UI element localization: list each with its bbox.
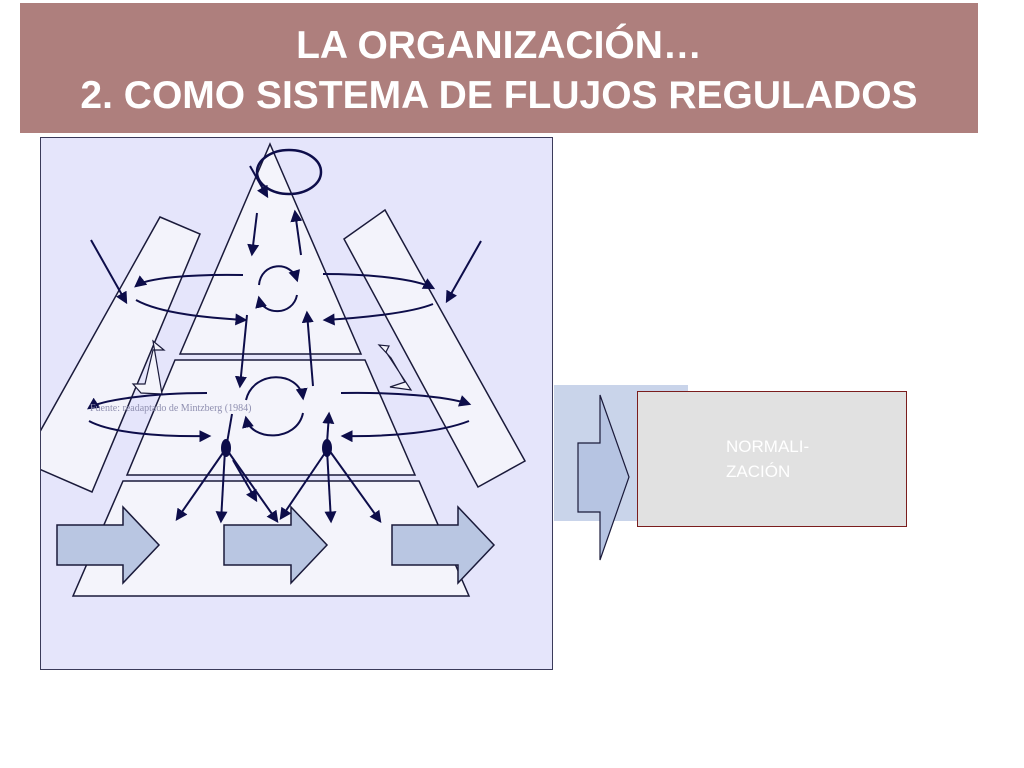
source-note: Fuente: readaptado de Mintzberg (1984) [90, 403, 252, 414]
apex-up-arrow [290, 209, 303, 256]
left-side-band [41, 216, 201, 493]
upper-center-cycle-top [258, 265, 300, 286]
upper-left-loop-top [134, 273, 244, 288]
upper-right-loop-bottom [322, 303, 434, 326]
apex-ellipse [255, 148, 323, 196]
strategic-apex-triangle [178, 142, 363, 355]
right-node-arrow-2 [324, 449, 337, 524]
normalization-label-line-2: ZACIÓN [726, 462, 791, 481]
lower-left-loop-bottom [88, 420, 212, 443]
apex-loop-arrow [249, 165, 269, 199]
normalization-label: NORMALI- ZACIÓN [726, 434, 846, 484]
middle-left-down-arrow [226, 413, 233, 444]
left-node-arrow-1 [175, 449, 226, 521]
upper-left-loop-bottom [135, 299, 248, 326]
apex-down-arrow [247, 212, 260, 257]
right-side-band [343, 208, 527, 489]
title-line-2: 2. COMO SISTEMA DE FLUJOS REGULADOS [80, 74, 918, 117]
right-band-inward-arrow [377, 344, 413, 391]
flow-diagram-svg [41, 142, 527, 597]
left-band-inward-arrow [131, 339, 166, 395]
work-flow-arrow-3 [391, 505, 496, 585]
left-node-arrow-3 [226, 449, 279, 523]
middle-center-cycle-bottom [242, 412, 304, 437]
title-banner: LA ORGANIZACIÓN… 2. COMO SISTEMA DE FLUJ… [20, 3, 978, 133]
left-node-arrow-4 [232, 459, 258, 503]
upper-center-cycle-bottom [255, 294, 298, 313]
normalization-box: NORMALI- ZACIÓN [637, 391, 907, 527]
upper-right-loop-top [322, 273, 436, 290]
work-flow-arrow-1 [56, 505, 161, 585]
work-flow-arrow-2 [223, 505, 329, 585]
middle-line-node-left [221, 439, 231, 457]
middle-center-cycle-top [245, 376, 308, 401]
normalization-arrow-head [577, 394, 630, 561]
right-node-arrow-3 [328, 449, 382, 523]
left-node-arrow-2 [215, 449, 228, 524]
lower-right-loop-bottom [340, 420, 470, 443]
right-node-arrow-1 [279, 449, 328, 520]
outer-right-input-arrow [445, 240, 482, 304]
middle-to-apex-arrow [301, 310, 314, 387]
apex-to-middle-arrow [234, 314, 248, 389]
title-line-1: LA ORGANIZACIÓN… [296, 24, 702, 67]
outer-left-input-arrow [90, 239, 128, 305]
organization-flow-diagram: Fuente: readaptado de Mintzberg (1984) [40, 137, 553, 670]
normalization-label-line-1: NORMALI- [726, 437, 810, 456]
lower-left-loop-top [87, 392, 208, 410]
lower-right-loop-top [340, 391, 472, 407]
flow-arrows [87, 165, 482, 524]
middle-line-node-right [322, 439, 332, 457]
middle-line-trapezoid [125, 359, 417, 476]
middle-right-up-arrow [322, 411, 335, 444]
